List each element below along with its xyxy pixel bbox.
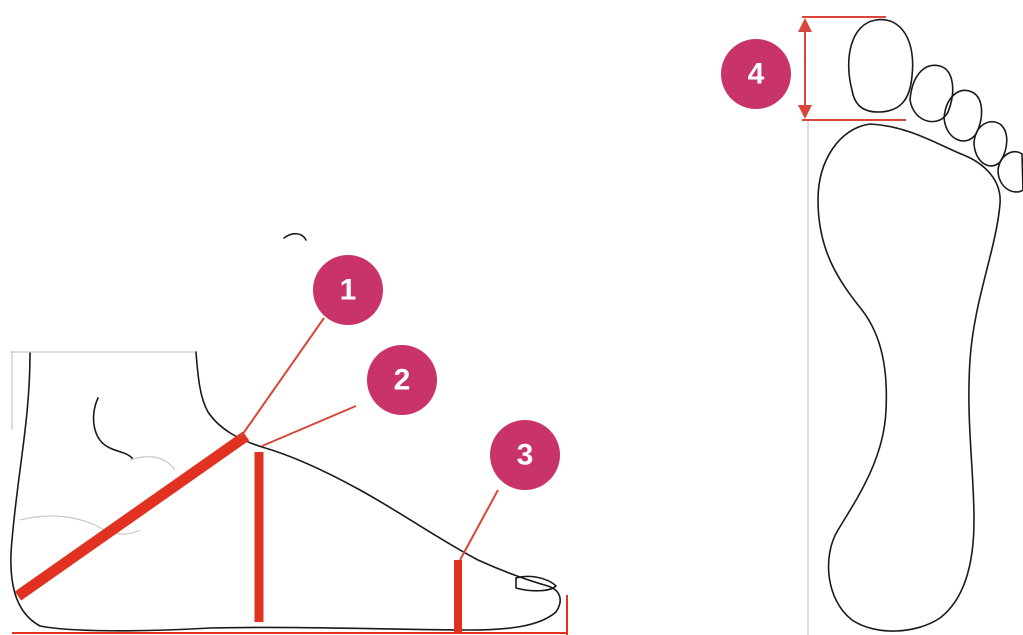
marker-3-label: 3 [517, 439, 534, 472]
sole-view-foot [798, 17, 1023, 635]
background-smudge [130, 457, 175, 470]
sole-outline [818, 124, 1000, 631]
big-toe [849, 20, 913, 112]
toenail [516, 576, 556, 590]
arrow-up-icon [798, 18, 812, 32]
side-view-foot [10, 234, 568, 635]
marker-1: 1 [313, 255, 383, 325]
ankle-bone [94, 398, 132, 458]
pointer-2 [262, 406, 356, 446]
marker-3: 3 [490, 420, 560, 490]
pointer-1 [240, 318, 324, 438]
marker-2-label: 2 [394, 364, 411, 397]
marker-1-label: 1 [340, 274, 357, 307]
marker-4: 4 [721, 39, 791, 109]
side-foot-outline [11, 352, 560, 631]
marker-2: 2 [367, 345, 437, 415]
arrow-down-icon [798, 105, 812, 119]
marker-4-label: 4 [748, 58, 765, 91]
pointer-3 [460, 490, 498, 560]
background-smudge [12, 352, 140, 534]
toe-2 [910, 65, 953, 121]
stray-curl [284, 234, 306, 240]
